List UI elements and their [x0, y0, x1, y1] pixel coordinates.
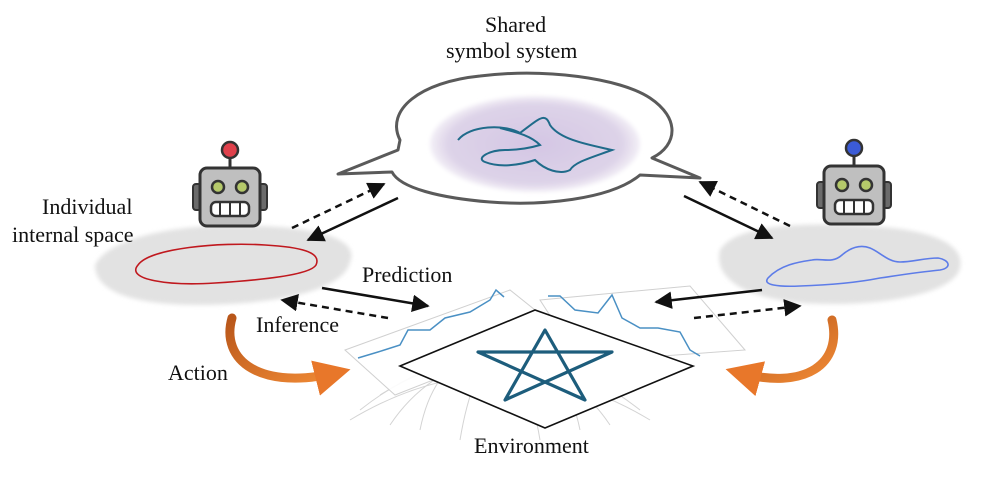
right-action-arrow [725, 315, 839, 397]
environment-plane [344, 285, 747, 429]
environment-rhombus [397, 309, 696, 429]
left-internal-space [95, 225, 352, 305]
action-label: Action [168, 360, 228, 385]
shared-label-line2: symbol system [446, 38, 578, 63]
individual-label-line2: internal space [12, 222, 134, 247]
right-robot-icon [816, 138, 892, 226]
inference-label: Inference [256, 312, 340, 337]
shared-label-line1: Shared [485, 12, 547, 37]
prediction-label: Prediction [362, 262, 453, 287]
individual-label-line1: Individual [42, 194, 133, 219]
left-robot-icon [192, 140, 268, 228]
inference-arrow [280, 294, 389, 320]
environment-right-trajectory [548, 293, 701, 357]
bubble-to-left-solid-arrow [306, 196, 399, 242]
right-internal-curve [765, 245, 949, 288]
bubble-to-right-solid-arrow [683, 194, 774, 240]
right-inference-arrow [693, 299, 802, 320]
environment-label: Environment [474, 433, 589, 458]
right-prediction-arrow [654, 288, 763, 309]
shared-symbol-curve [457, 116, 616, 173]
right-internal-space [719, 224, 961, 304]
left-internal-curve [135, 243, 318, 285]
left-to-bubble-dashed-arrow [291, 182, 386, 230]
prediction-arrow [321, 286, 430, 312]
environment-left-trajectory [357, 288, 505, 359]
environment-star [476, 328, 614, 402]
left-action-arrow [225, 313, 351, 396]
right-to-bubble-dashed-arrow [698, 180, 791, 228]
speech-bubble [336, 71, 702, 205]
